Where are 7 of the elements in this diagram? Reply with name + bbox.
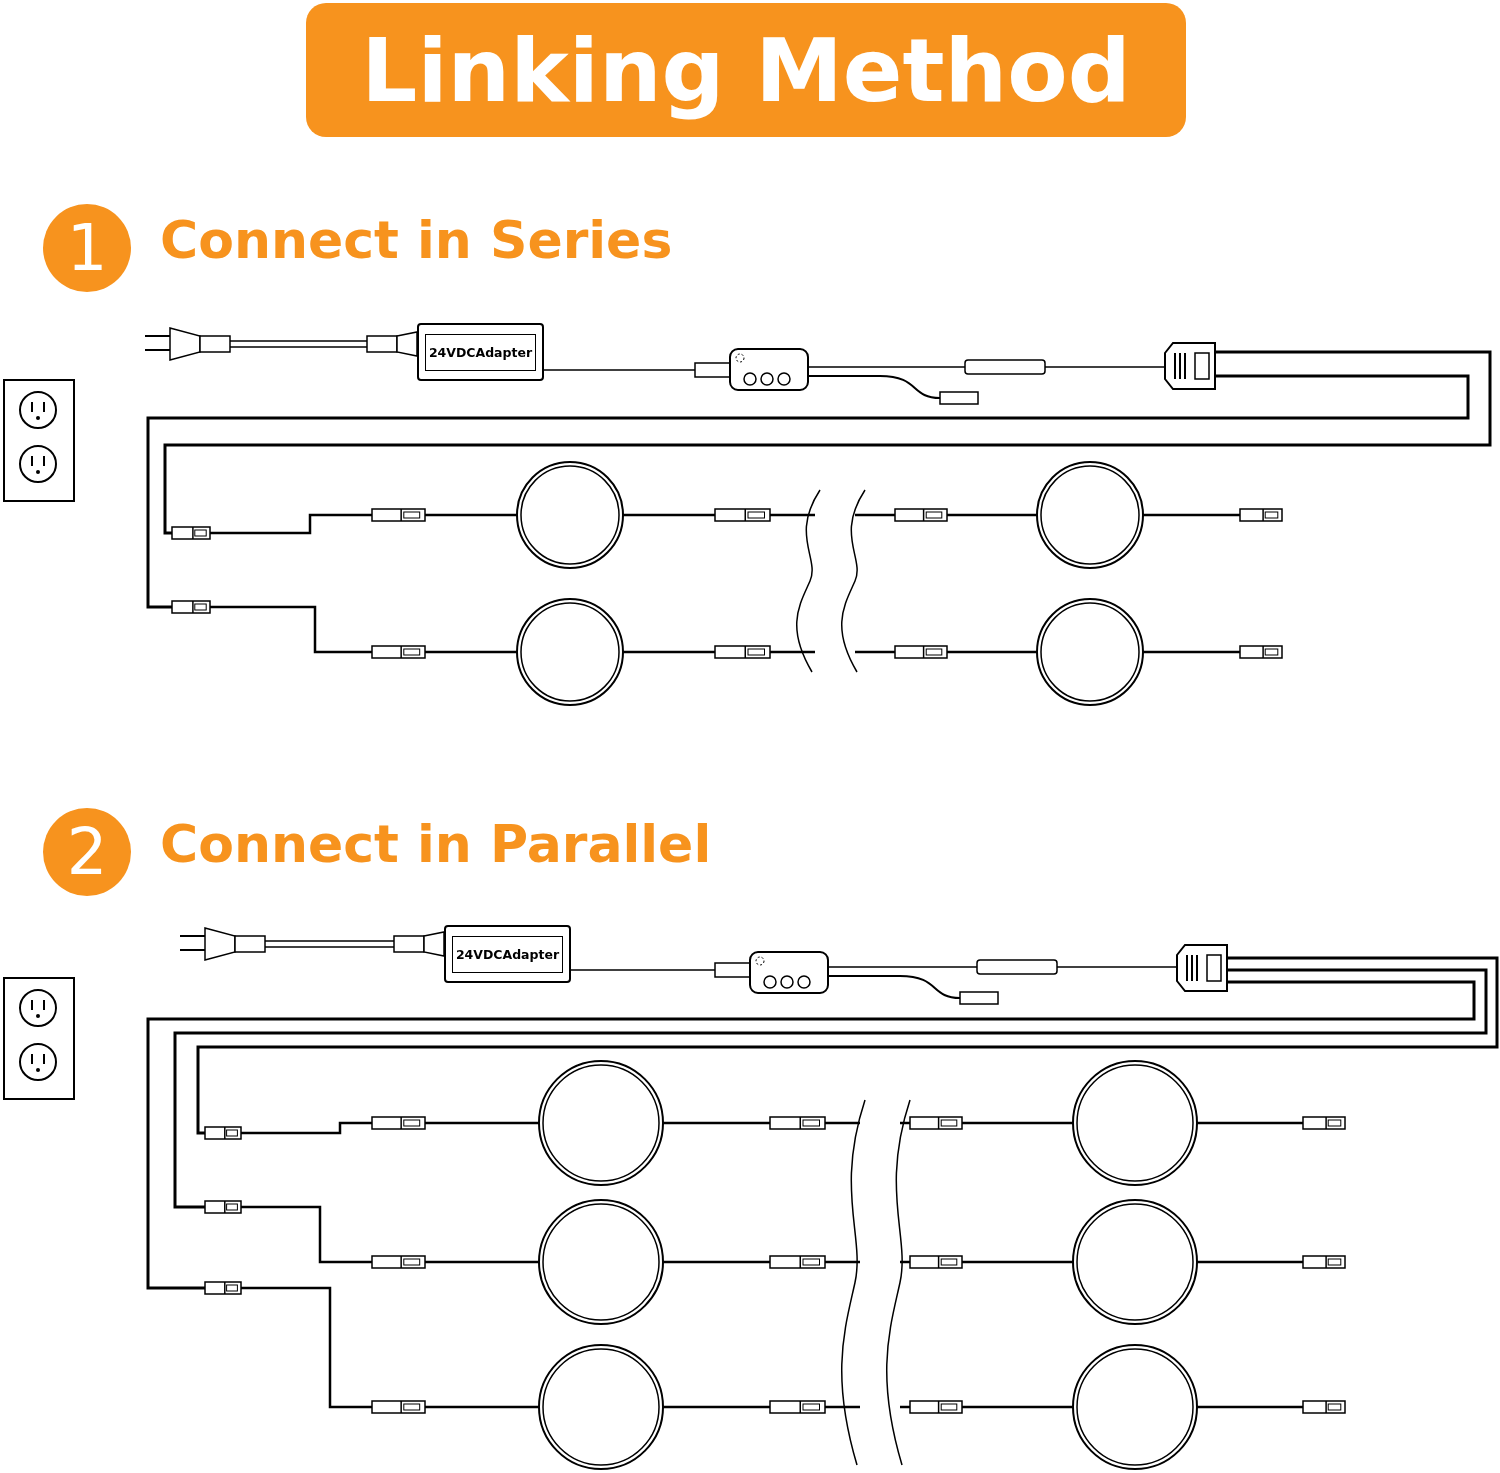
section-heading: Connect in Series bbox=[160, 210, 673, 270]
step-number-badge: 2 bbox=[43, 808, 131, 896]
section-heading: Connect in Parallel bbox=[160, 814, 712, 874]
title-banner: Linking Method bbox=[306, 3, 1186, 137]
step-number-badge: 1 bbox=[43, 204, 131, 292]
power-adapter-box: 24VDCAdapter bbox=[417, 323, 544, 381]
power-adapter-box: 24VDCAdapter bbox=[444, 925, 571, 983]
